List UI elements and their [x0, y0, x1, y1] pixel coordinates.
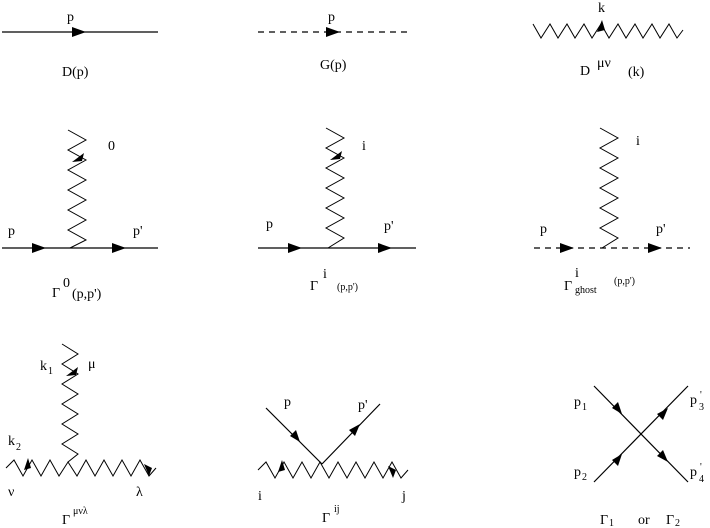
- label-p3-base: p: [690, 393, 697, 408]
- label-k1-base: k: [40, 359, 47, 374]
- label-p4-sub: 4: [699, 474, 704, 485]
- ghost-propagator: p G(p): [258, 10, 412, 73]
- caption-triple-sup: μνλ: [73, 506, 88, 517]
- label-i: i: [258, 489, 262, 504]
- vertex-triple-gauge: k 1 μ k 2 ν λ Γ μνλ: [5, 343, 157, 528]
- gauge-zigzag-line-vertical: [61, 343, 79, 463]
- arrow-right-icon: [648, 243, 662, 253]
- caption-ghost-vertex-sup: i: [575, 266, 579, 281]
- label-p: p: [67, 10, 74, 25]
- caption-vertex-i-sup: i: [323, 267, 327, 282]
- caption-ghost-vertex-sub: ghost: [575, 285, 597, 296]
- fermion-line-2: [593, 385, 689, 483]
- arrow-up-icon: [144, 464, 152, 476]
- label-mu: μ: [88, 357, 96, 372]
- label-p2-base: p: [574, 465, 581, 480]
- caption-triple-base: Γ: [62, 513, 70, 528]
- gauge-zigzag-line: [324, 127, 346, 249]
- label-p3-sup: ': [700, 390, 702, 401]
- caption-vertex-0-base: Γ: [52, 286, 60, 301]
- arrow-right-icon: [378, 243, 392, 253]
- caption-vertex-i-arg: (p,p'): [337, 282, 358, 293]
- label-k1-sub: 1: [48, 366, 53, 377]
- vertex-four-fermion: p 1 p 2 p ' 3 p ' 4 Γ 1 or Γ 2: [574, 385, 704, 528]
- arrow-up-icon: [597, 20, 605, 32]
- label-p: p: [540, 222, 547, 237]
- arrow-right-icon: [32, 243, 46, 253]
- arrow-right-icon: [112, 243, 126, 253]
- label-nu: ν: [8, 485, 14, 500]
- label-p1-sub: 1: [582, 402, 587, 413]
- caption-vertex-i-base: Γ: [310, 279, 318, 294]
- label-p: p: [328, 10, 335, 25]
- caption-ghost-vertex-arg: (p,p'): [614, 276, 635, 287]
- caption-gauge-base: D: [580, 64, 590, 79]
- label-lambda: λ: [136, 485, 143, 500]
- label-p: p: [266, 217, 273, 232]
- label-p: p: [8, 224, 15, 239]
- caption-four-b-base: Γ: [666, 513, 674, 528]
- label-p: p: [284, 395, 291, 410]
- caption-four-or: or: [638, 513, 650, 528]
- label-p4-base: p: [690, 465, 697, 480]
- arrow-up-icon: [388, 466, 396, 478]
- vertex-gamma-ghost: i p p' Γ i ghost (p,p'): [534, 127, 690, 296]
- caption-ij-sup: ij: [334, 504, 340, 515]
- arrow-down-right-icon: [290, 430, 300, 442]
- vertex-gamma-0: 0 p p' Γ 0 (p,p'): [2, 129, 158, 302]
- arrow-down-right-icon: [612, 402, 622, 414]
- arrow-up-icon: [24, 458, 31, 470]
- gauge-zigzag-line: [598, 127, 620, 249]
- caption-four-a-base: Γ: [600, 513, 608, 528]
- caption-gauge-arg: (k): [628, 65, 645, 80]
- label-k: k: [598, 1, 605, 16]
- gauge-zigzag-line: [66, 129, 88, 249]
- fermion-line-out: [321, 403, 381, 465]
- label-p-prime: p': [133, 224, 143, 239]
- gauge-zigzag-line-horizontal: [5, 458, 157, 478]
- arrow-up-right-icon: [657, 408, 668, 420]
- caption-ghost-vertex-base: Γ: [564, 279, 572, 294]
- arrow-down-left-icon: [330, 151, 342, 160]
- label-p-prime: p': [656, 222, 666, 237]
- label-k2-sub: 2: [16, 442, 21, 453]
- label-p1-base: p: [574, 395, 581, 410]
- label-p-prime: p': [358, 398, 368, 413]
- label-p2-sub: 2: [582, 472, 587, 483]
- label-i: i: [636, 134, 640, 149]
- label-p3-sub: 3: [699, 402, 704, 413]
- caption-four-a-sub: 1: [609, 518, 614, 528]
- label-zero: 0: [108, 139, 115, 154]
- vertex-gamma-i: i p p' Γ i (p,p'): [258, 127, 416, 294]
- fermion-propagator: p D(p): [2, 10, 158, 80]
- caption-vertex-0-sup: 0: [63, 276, 70, 291]
- arrow-up-icon: [278, 460, 285, 472]
- label-p-prime: p': [384, 219, 394, 234]
- arrow-up-right-icon: [349, 424, 360, 436]
- caption-gauge-sup: μν: [597, 56, 611, 71]
- gauge-zigzag-line: [532, 23, 684, 39]
- arrow-down-left-icon: [72, 153, 84, 162]
- caption-four-b-sub: 2: [675, 518, 680, 528]
- arrow-right-icon: [288, 243, 302, 253]
- caption-fermion-propagator: D(p): [62, 65, 89, 80]
- arrow-down-left-icon: [66, 367, 78, 376]
- caption-ghost-propagator: G(p): [320, 58, 347, 73]
- label-p4-sup: ': [700, 462, 702, 473]
- caption-vertex-0-sub: (p,p'): [72, 287, 102, 302]
- arrow-down-right-icon: [657, 450, 668, 462]
- arrow-right-icon: [326, 27, 340, 37]
- caption-ij-base: Γ: [322, 511, 330, 526]
- arrow-right-icon: [560, 243, 574, 253]
- arrow-up-right-icon: [612, 454, 622, 466]
- label-j: j: [401, 489, 406, 504]
- label-k2-base: k: [8, 434, 15, 449]
- label-i: i: [362, 139, 366, 154]
- arrow-right-icon: [72, 27, 86, 37]
- gauge-propagator: k D μν (k): [532, 1, 684, 80]
- vertex-gamma-ij: p p' i j Γ ij: [257, 395, 409, 526]
